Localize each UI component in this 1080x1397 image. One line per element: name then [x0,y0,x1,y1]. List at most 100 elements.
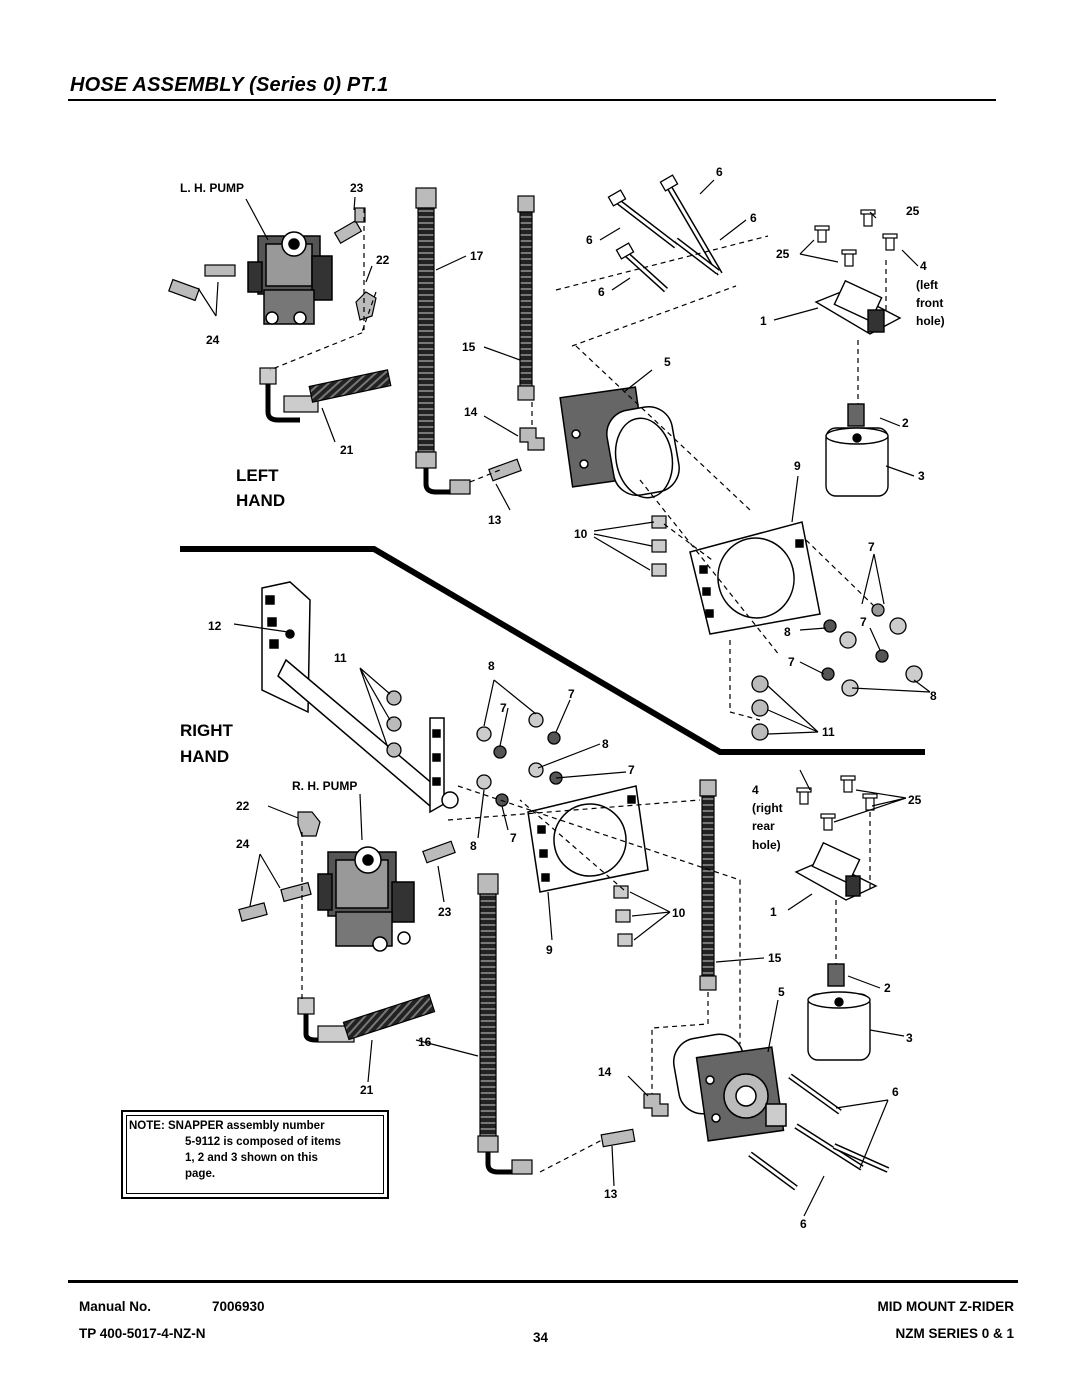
rh-bolts-10 [613,885,633,947]
callout-22b: 22 [236,799,250,813]
callout-6a: 6 [716,165,723,179]
callout-6d: 6 [598,285,605,299]
left-front-hole-line1: (left [916,278,938,292]
callout-4a: 4 [920,259,927,273]
page-title: HOSE ASSEMBLY (Series 0) PT.1 [70,74,389,96]
callout-7f: 7 [628,763,635,777]
left-hand-label-line2: HAND [236,491,285,510]
callout-21b: 21 [360,1083,374,1097]
lh-isolator-parts [825,403,889,497]
lh-pump-fittings [168,207,377,321]
note-line-2: 5-9112 is composed of items [185,1136,341,1148]
callout-11b: 11 [334,651,347,665]
callout-1a: 1 [760,314,767,328]
callout-7e: 7 [500,701,507,715]
callout-7c: 7 [788,655,795,669]
callout-6b: 6 [750,211,757,225]
callout-17: 17 [470,249,484,263]
callout-22: 22 [376,253,390,267]
callout-6c: 6 [586,233,593,247]
lh-bolts-6 [607,174,723,293]
title-divider [68,99,996,101]
rh-hose-16 [477,873,533,1175]
right-rear-hole-line2: rear [752,819,775,833]
callout-24b: 24 [236,837,250,851]
rh-pump-fittings [238,811,456,922]
callout-9a: 9 [794,459,801,473]
callout-25a: 25 [776,247,790,261]
callout-23b: 23 [438,905,452,919]
lh-hose-17 [415,187,471,495]
note-line-3: 1, 2 and 3 shown on this [185,1152,318,1164]
callout-8c: 8 [488,659,495,673]
callout-6f: 6 [800,1217,807,1231]
assembly-dashed-lines [269,208,887,1173]
callout-12: 12 [208,619,222,633]
callout-5b: 5 [778,985,785,999]
lh-pump-label: L. H. PUMP [180,181,244,195]
rh-hose-15 [699,779,717,991]
callout-8b: 8 [930,689,937,703]
callout-10a: 10 [574,527,588,541]
assembly-note-box: NOTE: SNAPPER assembly number 5-9112 is … [121,1110,389,1199]
callout-1b: 1 [770,905,777,919]
callout-8e: 8 [470,839,477,853]
lh-wheel-motor [559,386,680,499]
section-divider-line [180,546,925,755]
callout-25b: 25 [906,204,920,218]
note-text: NOTE: SNAPPER assembly number 5-9112 is … [129,1118,341,1182]
rh-pump-label: R. H. PUMP [292,779,357,793]
right-hand-label-line2: HAND [180,747,229,766]
lh-hose-15 [517,195,535,401]
callout-6e: 6 [892,1085,899,1099]
lh-hose-21 [259,367,392,423]
rh-frame-bracket [261,581,459,814]
callout-11a: 11 [822,725,835,739]
callout-5: 5 [664,355,671,369]
diagram-labels: L. H. PUMP LEFT HAND (left front hole) R… [180,165,945,1231]
callout-13b: 13 [604,1187,618,1201]
callout-16: 16 [418,1035,432,1049]
right-hand-label-line1: RIGHT [180,721,234,740]
callout-7g: 7 [510,831,517,845]
callout-14: 14 [464,405,478,419]
product-name: MID MOUNT Z-RIDER [877,1299,1014,1314]
rh-fittings-13-14 [600,1093,669,1148]
rh-hose-21 [297,993,436,1043]
callout-leader-lines [197,179,931,1217]
note-line-4: page. [185,1168,216,1180]
callout-3a: 3 [918,469,925,483]
callout-3b: 3 [906,1031,913,1045]
tp-number: TP 400-5017-4-NZ-N [79,1326,206,1341]
callout-4b: 4 [752,783,759,797]
callout-14b: 14 [598,1065,612,1079]
callout-7b: 7 [860,615,867,629]
right-rear-hole-line3: hole) [752,838,781,852]
callout-2b: 2 [884,981,891,995]
rh-small-bolts [796,775,878,831]
lh-fittings-13-14 [488,427,545,482]
callout-23: 23 [350,181,364,195]
note-inner-border [126,1115,384,1194]
left-front-hole-line3: hole) [916,314,945,328]
lh-adapter-plate [689,521,821,635]
lh-mount-bracket [814,279,902,335]
manual-label: Manual No. [79,1299,152,1314]
callout-13: 13 [488,513,502,527]
callout-7d: 7 [568,687,575,701]
series-name: NZM SERIES 0 & 1 [895,1326,1014,1341]
callout-25c: 25 [908,793,922,807]
rh-mount-bracket [794,841,878,901]
right-rear-hole-line1: (right [752,801,783,815]
lh-small-bolts [814,209,898,267]
rh-bolts-6 [748,1073,890,1191]
callout-2a: 2 [902,416,909,430]
footer-divider [68,1280,1018,1283]
page-number: 34 [533,1330,549,1345]
rh-adapter-plate [527,785,649,893]
rh-nuts-11 [386,690,402,758]
left-hand-label-line1: LEFT [236,466,279,485]
note-line-1: NOTE: SNAPPER assembly number [129,1120,325,1132]
left-front-hole-line2: front [916,296,943,310]
